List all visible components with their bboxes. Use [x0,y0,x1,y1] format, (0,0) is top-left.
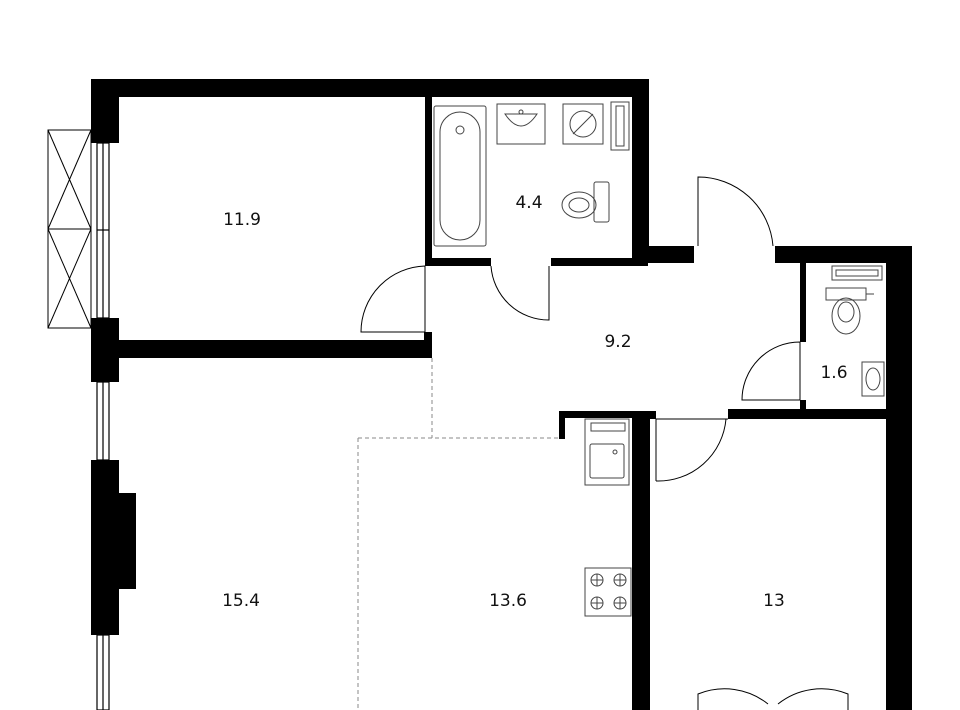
room-area-kitchen: 13.6 [489,591,527,611]
wall-hall-top-stub [632,246,694,263]
wall-bedroom-bath [425,96,432,266]
wall-toilet-left-low [800,400,806,412]
wall-bedroom-hall-stub [424,332,432,358]
room-area-hallway: 9.2 [604,332,631,352]
wall-kitchen-top-cap [632,411,656,419]
wall-right-top [775,246,912,263]
door-bedroom [360,265,426,333]
wall-toilet-bottom [728,409,912,419]
wall-bath-right [632,79,649,263]
windows [96,142,110,710]
wall-left-mid [91,318,119,382]
room-area-bedroom-top-left: 11.9 [223,210,261,230]
wall-kitchen-niche [559,411,632,418]
room-labels: 11.9 4.4 9.2 1.6 15.4 13.6 13 [222,193,847,611]
sink-icon [584,418,630,486]
room-area-living-room: 15.4 [222,591,260,611]
doors [360,176,849,710]
washbasin-icon [496,103,546,145]
sink-small-icon [861,361,885,397]
walls [91,79,912,710]
door-wardrobe [697,688,849,710]
toilet-icon [561,181,610,223]
zone-dashes [357,358,559,710]
wall-bath-bottom-left [425,258,491,266]
wall-left-top [91,79,119,143]
door-bedroom-right [655,418,728,482]
room-area-bathroom: 4.4 [515,193,542,213]
wall-left-bump [117,493,136,589]
wall-kitchen-bedroom [632,411,650,710]
room-area-toilet: 1.6 [820,363,847,383]
door-toilet [741,341,801,401]
wall-bedroom-living [117,340,431,358]
wall-bath-bottom-right [551,258,648,266]
wall-left-pier [91,460,119,635]
wall-right [886,246,912,710]
wall-toilet-left [800,262,806,342]
washing-machine-icon [562,101,630,151]
wall-kitchen-niche-left [559,411,565,439]
toilet-small-icon [825,287,874,335]
balcony [47,129,92,329]
stove-icon [584,567,632,617]
door-bathroom [490,265,550,321]
room-area-bedroom-right: 13 [763,591,785,611]
door-entrance [697,176,774,247]
fixtures [433,101,885,617]
bathtub-icon [433,105,487,247]
wall-top [91,79,649,97]
shelf-icon [831,265,883,281]
